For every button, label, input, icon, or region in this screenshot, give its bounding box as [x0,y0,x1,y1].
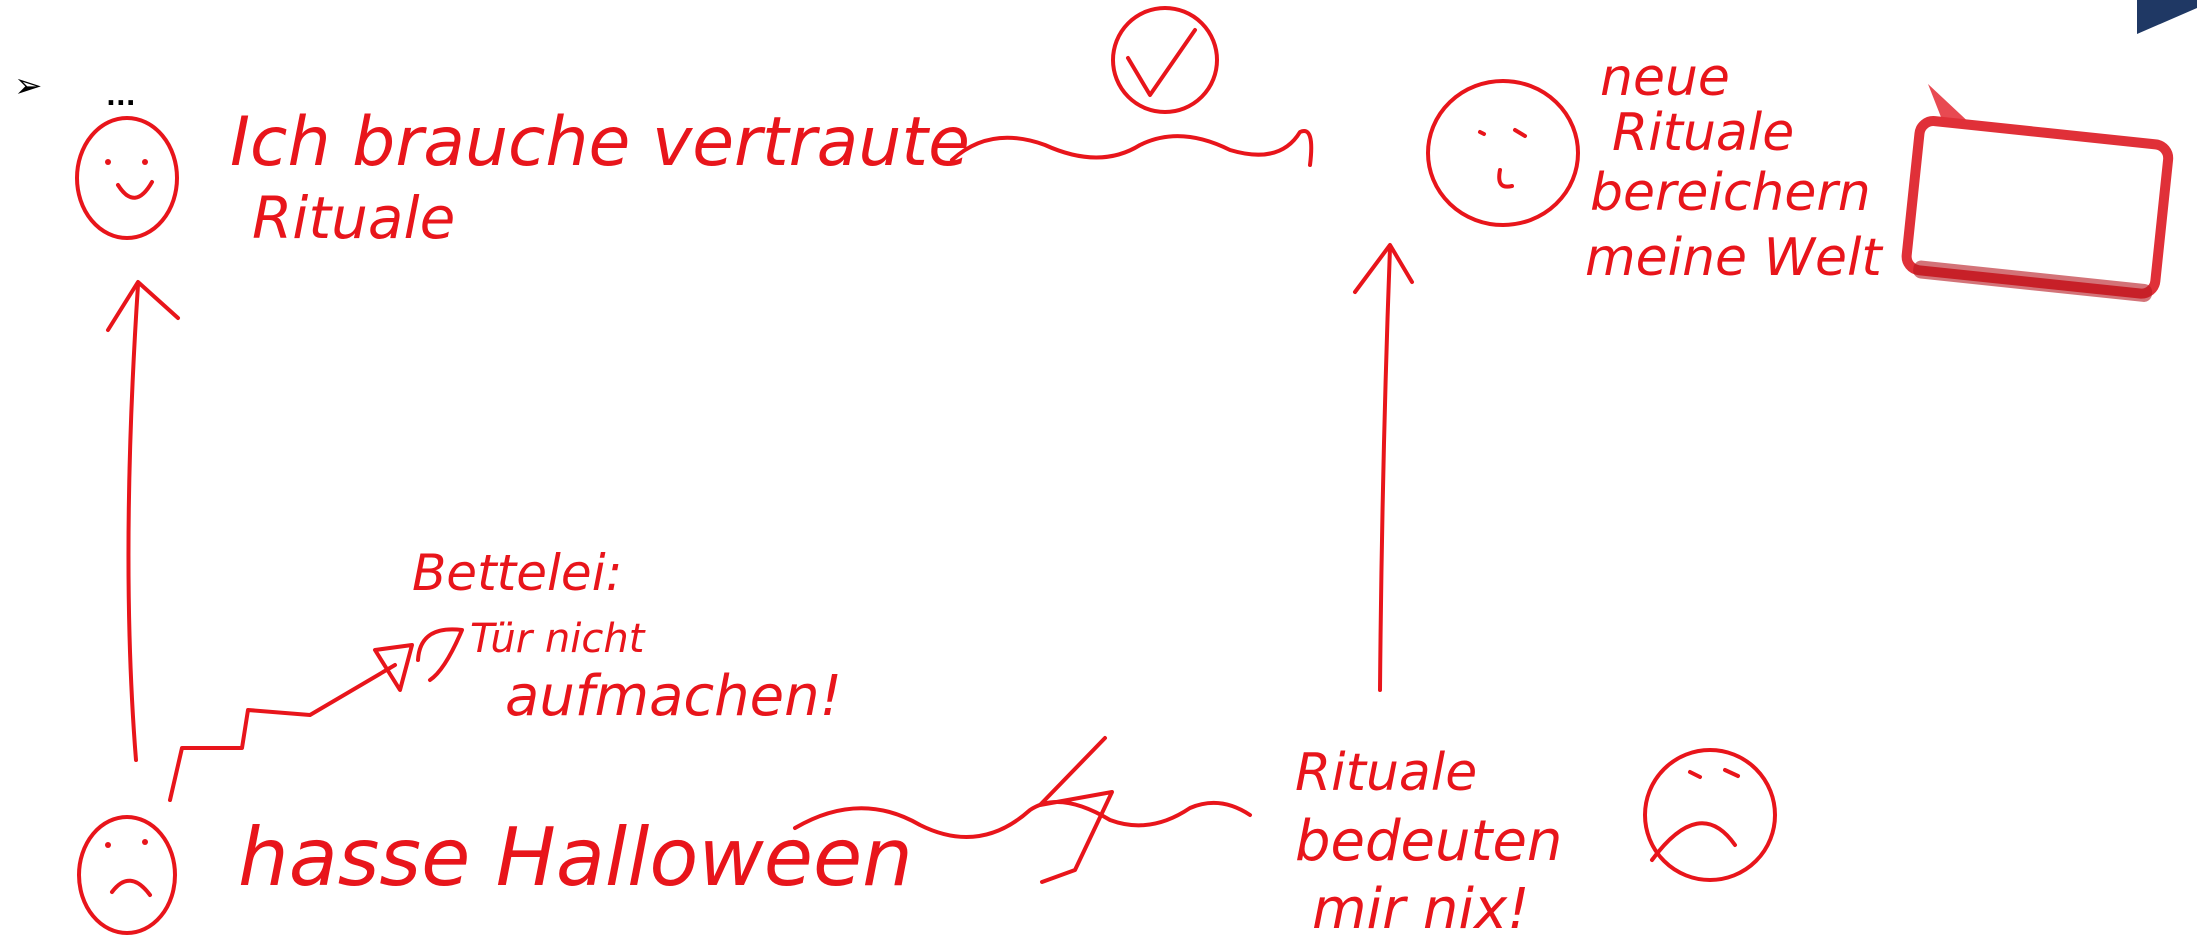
bullet-icon: ➢ [14,66,43,106]
note-middle-line1: Bettelei: [412,544,622,602]
stair-arrow [168,627,464,802]
note-middle-line2: Tür nicht [470,616,646,662]
happy-face-icon [75,116,179,240]
check-circle-icon [1111,6,1219,114]
note-bottom-right-line1: Rituale [1295,743,1477,803]
note-top-right-line1: neue [1600,48,1730,108]
speech-callout-shape [1901,84,2174,302]
note-top-right-line3: bereichern [1590,163,1871,223]
note-bottom-left: hasse Halloween [238,811,913,904]
note-middle-line3: aufmachen! [505,664,842,729]
neutral-face-icon [1426,79,1580,227]
sad-face-icon [77,815,177,935]
note-bottom-right-line2: bedeuten [1295,809,1562,874]
arrow-up-right [1353,243,1414,692]
note-top-left-line1: Ich brauche vertraute [230,103,970,182]
sad-face-icon-right [1643,748,1777,882]
note-top-right-line4: meine Welt [1585,228,1883,288]
arrow-up-left [106,280,180,762]
corner-decoration [2087,0,2197,34]
note-top-left-line2: Rituale [252,184,455,252]
note-top-right-line2: Rituale [1612,103,1794,163]
ellipsis-text: ... [106,82,136,112]
wavy-line-top [950,129,1314,167]
lightning-icon [1038,736,1114,884]
note-bottom-right-line3: mir nix! [1312,877,1530,939]
